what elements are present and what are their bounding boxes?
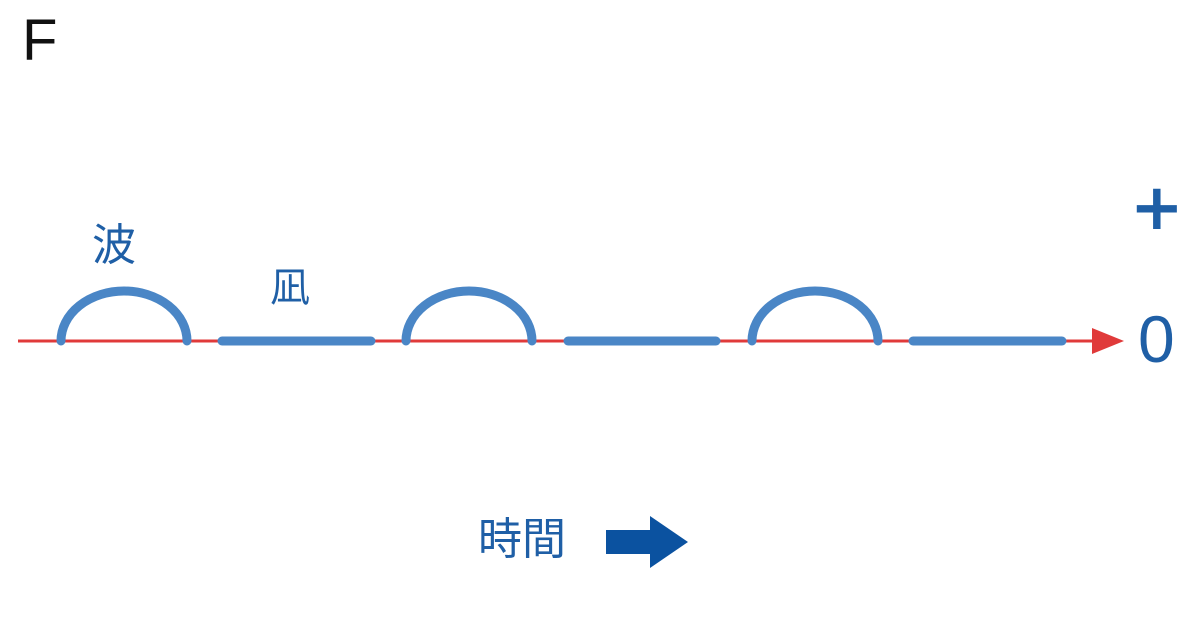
time-label: 時間 [478,514,566,565]
wave-segment-1 [56,286,192,346]
zero-label: 0 [1138,302,1175,376]
wave-label: 波 [92,220,136,271]
right-arrow-icon [606,516,688,568]
figure-letter: F [22,8,58,73]
time-axis-arrowhead [1092,328,1124,354]
wave-segment-2 [401,286,537,346]
wave-segment-3 [747,286,883,346]
calm-label: 凪 [270,265,310,311]
plus-label: + [1130,171,1184,245]
